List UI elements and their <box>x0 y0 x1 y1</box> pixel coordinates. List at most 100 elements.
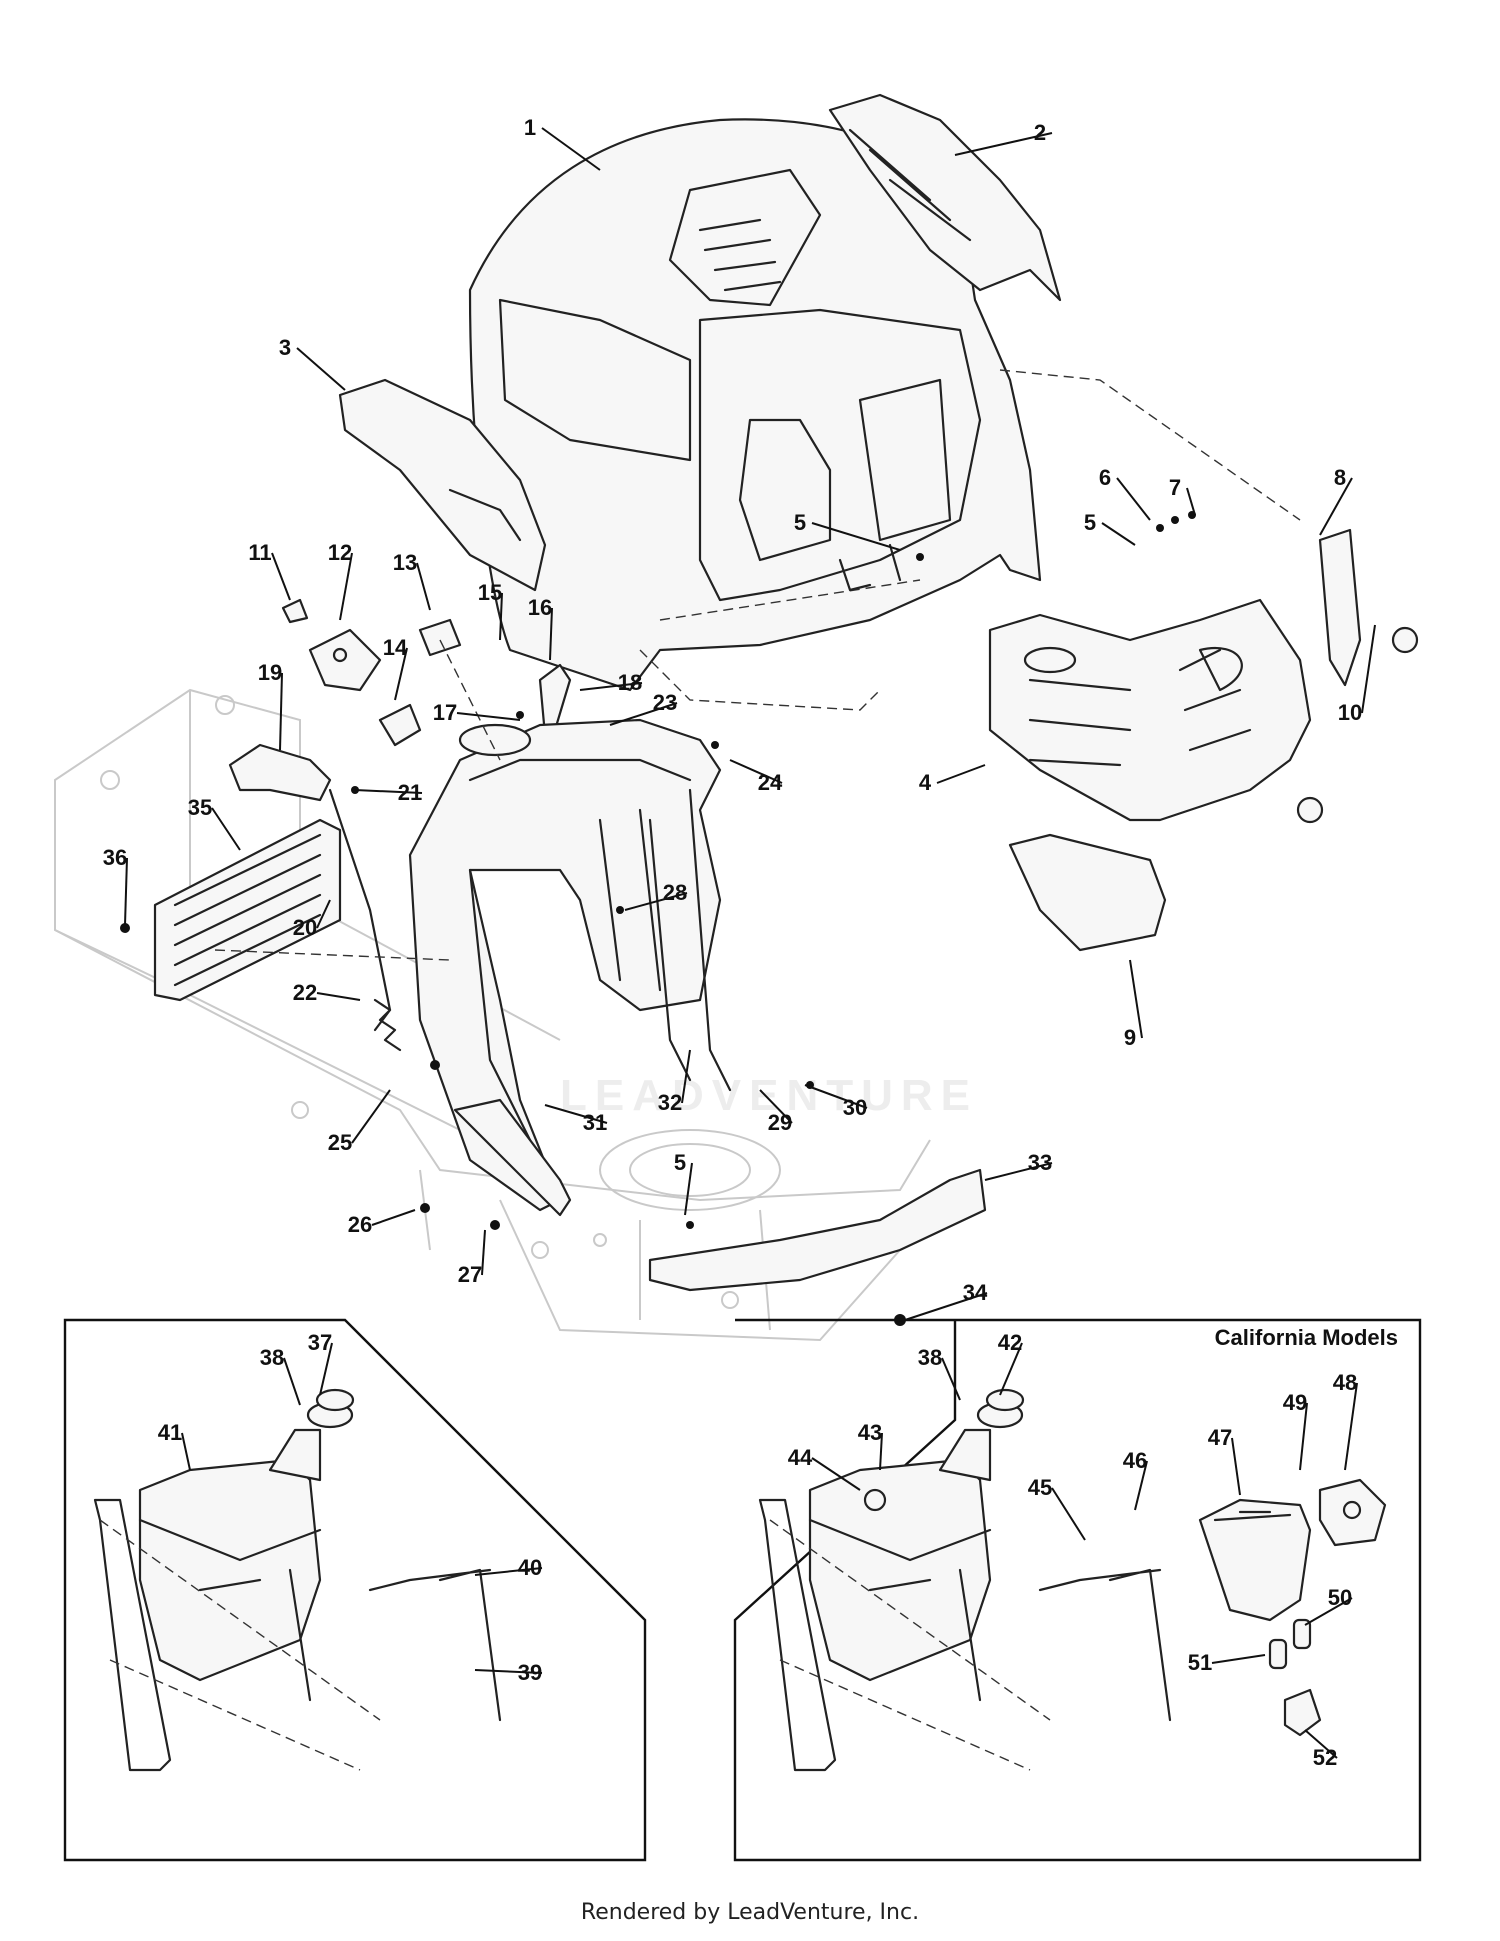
callout-label-c33: 33 <box>1028 1150 1052 1175</box>
callout-leader-c50 <box>1304 1597 1353 1626</box>
callout-label-c29: 29 <box>768 1110 792 1135</box>
footer-credit: Rendered by LeadVenture, Inc. <box>580 1900 920 1925</box>
lower-grille-panel <box>1008 833 1167 952</box>
california-heading: California Models <box>1215 1325 1398 1350</box>
callout-label-c27: 27 <box>458 1262 482 1287</box>
callout-label-c8: 8 <box>1334 465 1346 490</box>
callout-label-c18: 18 <box>618 670 642 695</box>
callout-leader-c21 <box>354 789 423 794</box>
dash-panel <box>408 718 722 1212</box>
callout-label-c21: 21 <box>398 780 422 805</box>
callout-label-c45: 45 <box>1028 1475 1052 1500</box>
callout-label-c25: 25 <box>328 1130 352 1155</box>
callout-leader-c45 <box>1051 1487 1086 1541</box>
callout-leader-c14 <box>394 647 408 701</box>
callout-label-c3: 3 <box>279 335 291 360</box>
callout-label-c39: 39 <box>518 1660 542 1685</box>
callout-leader-c42 <box>999 1342 1023 1396</box>
callout-label-c23: 23 <box>653 690 677 715</box>
callout-leader-c18 <box>579 682 643 691</box>
callout-label-c22: 22 <box>293 980 317 1005</box>
callout-leader-c29 <box>759 1089 793 1124</box>
callout-leader-c38b <box>941 1357 961 1401</box>
headlight-lens <box>1318 528 1362 687</box>
callout-leader-c35 <box>211 807 241 851</box>
callout-label-c32: 32 <box>658 1090 682 1115</box>
callout-leader-c11 <box>271 552 291 601</box>
callout-leader-c8 <box>1319 477 1353 536</box>
callout-leader-c10 <box>1361 624 1376 714</box>
callout-label-c13: 13 <box>393 550 417 575</box>
spring <box>373 998 402 1052</box>
callout-label-c4: 4 <box>919 770 932 795</box>
support-rod <box>328 788 392 1032</box>
callout-leader-c41 <box>181 1432 191 1471</box>
callout-leader-c23 <box>609 702 678 726</box>
callout-label-c38a: 38 <box>260 1345 284 1370</box>
callout-leader-c43 <box>879 1432 883 1471</box>
callout-leader-c5b <box>1101 522 1136 546</box>
callout-leader-c12 <box>339 552 353 621</box>
ignition-switch <box>308 628 382 692</box>
callout-leader-c5a <box>811 522 901 551</box>
callout-label-c34: 34 <box>963 1280 988 1305</box>
callout-label-c7: 7 <box>1169 475 1181 500</box>
callout-label-c48: 48 <box>1333 1370 1357 1395</box>
callout-leader-c36 <box>124 857 128 926</box>
callout-label-c31: 31 <box>583 1110 607 1135</box>
callout-label-c50: 50 <box>1328 1585 1352 1610</box>
support-rails <box>648 788 732 1092</box>
callout-label-c40: 40 <box>518 1555 542 1580</box>
callout-leader-c28 <box>624 892 688 911</box>
callout-label-c19: 19 <box>258 660 282 685</box>
callout-label-c42: 42 <box>998 1330 1022 1355</box>
callout-label-c41: 41 <box>158 1420 182 1445</box>
fuel-tank-inset <box>63 1318 647 1862</box>
snap-fasteners <box>1296 626 1419 824</box>
callout-leader-c5c <box>684 1162 693 1216</box>
callout-label-c6: 6 <box>1099 465 1111 490</box>
frame-chassis-ghost <box>54 688 931 1342</box>
callout-leader-c27 <box>481 1229 486 1276</box>
callout-leader-c17 <box>456 712 521 721</box>
callout-label-c11: 11 <box>248 540 271 565</box>
hood-vent-left <box>338 378 547 592</box>
callout-label-c10: 10 <box>1338 700 1362 725</box>
callout-leader-c7 <box>1186 487 1196 516</box>
callout-label-c35: 35 <box>188 795 212 820</box>
callout-leader-c30 <box>804 1084 868 1109</box>
light-switch <box>378 703 422 747</box>
callout-leader-c16 <box>549 607 553 661</box>
callout-leader-c15 <box>499 592 503 641</box>
radiator-screen <box>153 818 342 1002</box>
callout-leader-c52 <box>1304 1729 1338 1759</box>
callout-leader-c38a <box>283 1357 301 1406</box>
callout-label-c38b: 38 <box>918 1345 942 1370</box>
callout-leader-c13 <box>416 562 431 611</box>
callout-leader-c31 <box>544 1104 608 1124</box>
california-inset: California Models <box>733 1318 1422 1862</box>
callout-leader-c26 <box>371 1209 416 1226</box>
callout-label-c9: 9 <box>1124 1025 1136 1050</box>
callout-leader-c20 <box>316 899 331 929</box>
callout-leader-c51 <box>1211 1654 1266 1664</box>
callout-label-c1: 1 <box>524 115 536 140</box>
callout-leader-c39 <box>474 1669 543 1674</box>
callout-label-c5a: 5 <box>794 510 806 535</box>
callout-label-c15: 15 <box>478 580 502 605</box>
callout-leader-c2 <box>954 132 1053 156</box>
dash-support <box>453 1098 572 1217</box>
callout-label-c17: 17 <box>433 700 457 725</box>
callout-leader-c46 <box>1134 1460 1148 1511</box>
callout-label-c37: 37 <box>308 1330 332 1355</box>
callout-label-c24: 24 <box>758 770 783 795</box>
callout-leader-c4 <box>936 764 986 784</box>
callout-label-c51: 51 <box>1188 1650 1212 1675</box>
dash-bracket <box>228 743 332 802</box>
grille-assembly <box>988 598 1312 822</box>
callout-label-c2: 2 <box>1034 120 1046 145</box>
callout-leader-c40 <box>474 1567 543 1576</box>
hood-vent-right <box>828 93 1062 302</box>
callout-leader-c1 <box>541 127 601 171</box>
